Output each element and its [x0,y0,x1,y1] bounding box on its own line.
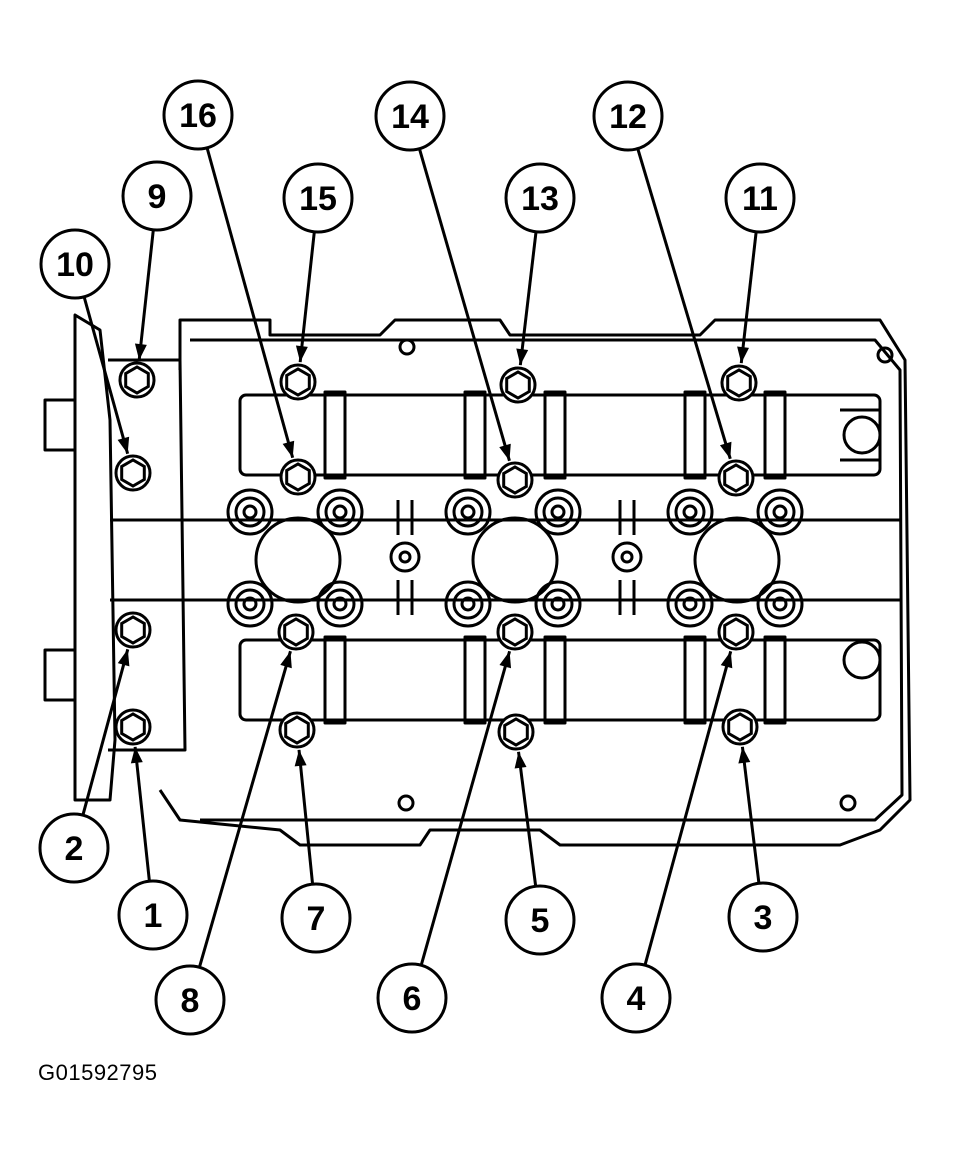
bolts-layer [114,361,759,751]
leader-line-bolt-9 [134,229,155,361]
leader-line-bolt-15 [295,231,316,363]
callout-bolt-15: 15 [282,162,354,234]
leader-line-bolt-16 [205,147,295,459]
leader-line-bolt-6 [419,650,512,966]
leader-line-bolt-8 [197,650,292,968]
callout-number: 16 [179,97,217,135]
callout-number: 9 [148,178,167,216]
hex-bolt-icon [717,613,755,651]
callout-bolt-1: 1 [117,879,189,951]
hex-bolt-icon [279,458,317,496]
hex-bolt-icon [720,364,758,402]
hex-bolt-icon [277,613,315,651]
callout-bolt-3: 3 [727,881,799,953]
callout-number: 8 [181,982,200,1020]
callout-bolt-9: 9 [121,160,193,232]
callout-number: 5 [531,902,550,940]
callout-number: 1 [144,897,163,935]
leader-line-bolt-12 [636,148,732,460]
leader-line-bolt-3 [738,746,761,884]
leader-line-bolt-14 [417,148,511,462]
hex-bolt-icon [497,713,535,751]
hex-bolt-icon [114,611,152,649]
callout-bolt-13: 13 [504,162,576,234]
callout-bolt-8: 8 [154,964,226,1036]
callout-number: 2 [65,830,84,868]
callout-number: 6 [403,980,422,1018]
leader-line-bolt-4 [643,650,733,966]
callout-bolt-7: 7 [280,882,352,954]
callout-bolt-12: 12 [592,80,664,152]
leader-line-bolt-13 [516,231,538,366]
callout-bolt-2: 2 [38,812,110,884]
callout-number: 10 [56,246,94,284]
callout-number: 12 [609,98,647,136]
hex-bolt-icon [118,361,156,399]
leader-line-bolt-5 [514,751,538,887]
callout-number: 3 [754,899,773,937]
callout-bolt-14: 14 [374,80,446,152]
leader-line-bolt-1 [130,746,151,882]
hex-bolt-icon [278,711,316,749]
callout-bolt-10: 10 [39,228,111,300]
hex-bolt-icon [114,708,152,746]
cylinder-head-outline [43,313,912,847]
callout-bolt-6: 6 [376,962,448,1034]
hex-bolt-icon [279,363,317,401]
callout-number: 14 [391,98,429,136]
callout-number: 11 [742,180,778,218]
callout-number: 4 [627,980,646,1018]
spark-plug-bore-3 [666,488,804,628]
spark-plug-bore-2 [444,488,582,628]
hex-bolt-icon [496,461,534,499]
spark-plug-bore-1 [226,488,364,628]
callout-bolt-16: 16 [162,79,234,151]
figure-id-label: G01592795 [38,1060,158,1085]
callout-bolt-5: 5 [504,884,576,956]
callout-number: 13 [521,180,559,218]
hex-bolt-icon [499,366,537,404]
hex-bolt-icon [496,613,534,651]
callout-bolt-11: 11 [724,162,796,234]
leader-line-bolt-10 [82,296,130,455]
hex-bolt-icon [717,459,755,497]
hex-bolt-icon [114,454,152,492]
leader-line-bolt-11 [737,231,758,364]
leader-line-bolt-2 [81,648,130,816]
callout-bolt-4: 4 [600,962,672,1034]
callout-number: 15 [299,180,337,218]
hex-bolt-icon [721,708,759,746]
leader-line-bolt-7 [294,749,315,885]
callout-number: 7 [307,900,326,938]
